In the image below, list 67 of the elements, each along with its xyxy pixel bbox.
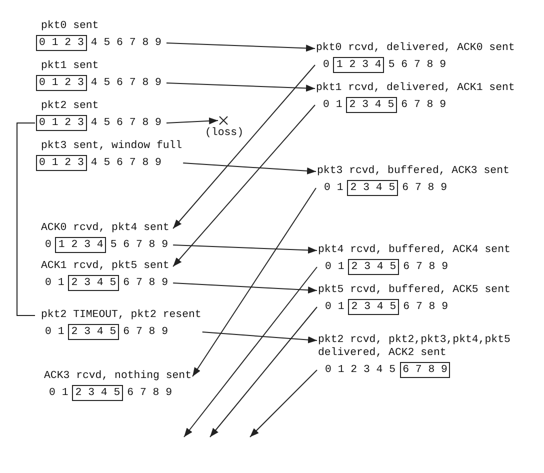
cross-icon bbox=[219, 116, 228, 125]
sliding-window: 2 3 4 5 bbox=[348, 259, 400, 275]
event-caption: ACK1 rcvd, pkt5 sent bbox=[40, 260, 170, 273]
sequence-numbers: 4 5 6 7 8 9 bbox=[90, 36, 162, 50]
connector-line bbox=[16, 122, 36, 316]
event-caption: pkt2 rcvd, pkt2,pkt3,pkt4,pkt5 delivered, ACK2 sent bbox=[318, 334, 512, 360]
sequence-numbers: 0 1 bbox=[44, 276, 66, 290]
arrow bbox=[192, 188, 316, 377]
arrow bbox=[202, 332, 318, 344]
arrow bbox=[166, 42, 316, 52]
sliding-window: 2 3 4 5 bbox=[72, 385, 124, 401]
sequence-numbers: 0 1 bbox=[44, 325, 66, 339]
event-caption: pkt1 rcvd, delivered, ACK1 sent bbox=[316, 82, 515, 95]
event-caption: pkt0 sent bbox=[40, 20, 100, 33]
sequence-numbers: 6 7 8 9 bbox=[401, 181, 448, 195]
sequence-numbers: 4 5 6 7 8 9 bbox=[90, 76, 162, 90]
sliding-window: 2 3 4 5 bbox=[347, 180, 398, 196]
sequence-numbers: 6 7 8 9 bbox=[122, 276, 170, 290]
sliding-window: 2 3 4 5 bbox=[348, 299, 400, 315]
sliding-window: 6 7 8 9 bbox=[400, 362, 450, 378]
sequence-numbers: 6 7 8 9 bbox=[400, 98, 448, 112]
event-caption: pkt5 rcvd, buffered, ACK5 sent bbox=[318, 284, 510, 297]
sliding-window: 2 3 4 5 bbox=[68, 275, 120, 291]
sequence-numbers: 0 bbox=[44, 238, 52, 252]
arrow bbox=[210, 306, 318, 438]
event-caption: ACK3 rcvd, nothing sent bbox=[43, 370, 192, 383]
sequence-numbers: 6 7 8 9 bbox=[126, 386, 174, 400]
event-caption: pkt3 rcvd, buffered, ACK3 sent bbox=[317, 165, 510, 178]
arrow bbox=[172, 104, 316, 267]
event-caption: pkt1 sent bbox=[40, 60, 100, 73]
sliding-window: 2 3 4 5 bbox=[68, 324, 120, 340]
arrow bbox=[182, 162, 316, 174]
event-caption: pkt2 sent bbox=[40, 100, 100, 113]
arrow bbox=[172, 64, 316, 229]
sequence-numbers: 6 7 8 9 bbox=[122, 325, 170, 339]
sliding-window: 0 1 2 3 bbox=[36, 35, 87, 51]
sequence-numbers: 0 1 bbox=[48, 386, 70, 400]
sequence-numbers: 0 1 bbox=[324, 300, 346, 314]
sequence-numbers: 0 1 2 3 4 5 bbox=[324, 363, 397, 377]
sequence-numbers: 0 1 bbox=[324, 260, 346, 274]
arrow bbox=[166, 117, 218, 124]
sequence-numbers: 4 5 6 7 8 9 bbox=[90, 116, 162, 130]
sliding-window: 1 2 3 4 bbox=[333, 57, 384, 73]
sequence-numbers: 0 bbox=[322, 58, 330, 72]
loss-label: (loss) bbox=[205, 127, 244, 140]
event-caption: ACK0 rcvd, pkt4 sent bbox=[40, 222, 170, 235]
sliding-window: 1 2 3 4 bbox=[55, 237, 106, 253]
sliding-window: 0 1 2 3 bbox=[36, 115, 87, 131]
arrow bbox=[250, 370, 318, 438]
sliding-window: 0 1 2 3 bbox=[36, 75, 87, 91]
event-caption: pkt3 sent, window full bbox=[40, 140, 182, 153]
sequence-numbers: 6 7 8 9 bbox=[402, 300, 450, 314]
sequence-numbers: 0 1 bbox=[322, 98, 344, 112]
sliding-window: 0 1 2 3 bbox=[36, 155, 87, 171]
arrow bbox=[166, 82, 316, 92]
event-caption: pkt2 TIMEOUT, pkt2 resent bbox=[40, 309, 202, 322]
sequence-numbers: 4 5 6 7 8 9 bbox=[90, 156, 162, 170]
sequence-numbers: 6 7 8 9 bbox=[402, 260, 450, 274]
arrow bbox=[172, 282, 318, 294]
sequence-numbers: 5 6 7 8 9 bbox=[387, 58, 448, 72]
sequence-numbers: 5 6 7 8 9 bbox=[109, 238, 170, 252]
sliding-window: 2 3 4 5 bbox=[346, 97, 398, 113]
event-caption: pkt4 rcvd, buffered, ACK4 sent bbox=[318, 244, 510, 257]
arrow bbox=[172, 244, 318, 254]
arrow bbox=[184, 266, 318, 438]
sequence-numbers: 0 1 bbox=[323, 181, 344, 195]
event-caption: pkt0 rcvd, delivered, ACK0 sent bbox=[316, 42, 515, 55]
